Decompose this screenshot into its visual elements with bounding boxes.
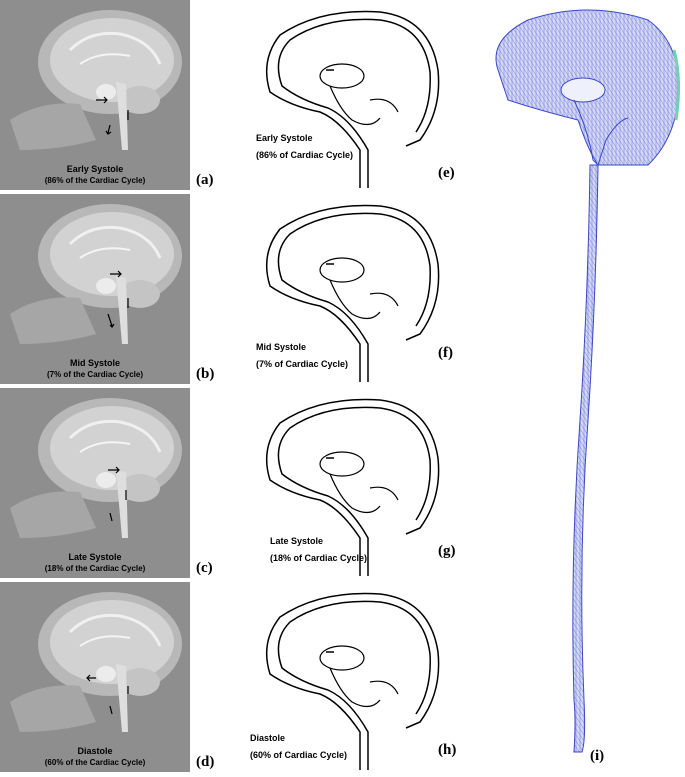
mri-sagittal-head-c xyxy=(10,398,182,538)
schematic-caption-e: Early Systole (86% of Cardiac Cycle) xyxy=(256,130,353,164)
mri-cycle-a: (86% of the Cardiac Cycle) xyxy=(44,176,146,185)
schematic-cycle-e: (86% of Cardiac Cycle) xyxy=(256,150,354,160)
schematic-caption-f: Mid Systole (7% of Cardiac Cycle) xyxy=(256,339,348,373)
csf-schematic-f xyxy=(265,204,440,382)
mri-image-a: Early Systole (86% of the Cardiac Cycle) xyxy=(0,0,190,190)
schematic-phase-e: Early Systole xyxy=(256,133,313,143)
panel-label-d: (d) xyxy=(196,754,215,770)
mri-image-c: Late Systole (18% of the Cardiac Cycle) xyxy=(0,388,190,578)
csf-schematic-e xyxy=(265,10,440,188)
mri-sagittal-head-a xyxy=(10,10,182,150)
schematic-panel-h: Diastole (60% of Cardiac Cycle) (h) xyxy=(220,582,470,772)
mri-image-b: Mid Systole (7% of the Cardiac Cycle) xyxy=(0,194,190,384)
schematic-caption-h: Diastole (60% of Cardiac Cycle) xyxy=(250,730,347,764)
schematic-phase-g: Late Systole xyxy=(270,536,324,546)
panel-label-c: (c) xyxy=(196,560,213,576)
panel-label-b: (b) xyxy=(196,366,215,382)
schematic-panel-g: Late Systole (18% of Cardiac Cycle) (g) xyxy=(220,388,470,578)
mri-sagittal-head-b xyxy=(10,204,182,344)
schematic-cycle-h: (60% of Cardiac Cycle) xyxy=(250,750,348,760)
csf-schematic-h xyxy=(265,592,440,770)
panel-label-h: (h) xyxy=(438,742,457,758)
mri-cycle-d: (60% of the Cardiac Cycle) xyxy=(44,758,146,767)
mri-phase-a: Early Systole xyxy=(66,164,124,174)
csf-schematic-g xyxy=(265,398,440,576)
panel-label-e: (e) xyxy=(438,165,455,181)
panel-label-i: (i) xyxy=(590,748,605,764)
mri-sagittal-head-d xyxy=(10,592,182,732)
mri-cycle-c: (18% of the Cardiac Cycle) xyxy=(44,564,146,573)
schematic-phase-h: Diastole xyxy=(250,733,286,743)
mri-phase-c: Late Systole xyxy=(68,552,122,562)
mri-image-d: Diastole (60% of the Cardiac Cycle) xyxy=(0,582,190,772)
panel-label-g: (g) xyxy=(438,543,456,559)
schematic-panel-f: Mid Systole (7% of Cardiac Cycle) (f) xyxy=(220,194,470,384)
mesh-panel-i: (i) xyxy=(478,0,685,772)
schematic-caption-g: Late Systole (18% of Cardiac Cycle) xyxy=(270,533,367,567)
schematic-panel-e: Early Systole (86% of Cardiac Cycle) (e) xyxy=(220,0,470,190)
schematic-cycle-g: (18% of Cardiac Cycle) xyxy=(270,553,368,563)
mri-cycle-b: (7% of the Cardiac Cycle) xyxy=(46,370,144,379)
mri-phase-d: Diastole xyxy=(77,746,113,756)
panel-label-a: (a) xyxy=(196,172,214,188)
csf-mesh-model xyxy=(495,9,681,753)
schematic-cycle-f: (7% of Cardiac Cycle) xyxy=(256,359,349,369)
mri-phase-b: Mid Systole xyxy=(69,358,120,368)
panel-label-f: (f) xyxy=(438,345,453,361)
schematic-phase-f: Mid Systole xyxy=(256,342,307,352)
